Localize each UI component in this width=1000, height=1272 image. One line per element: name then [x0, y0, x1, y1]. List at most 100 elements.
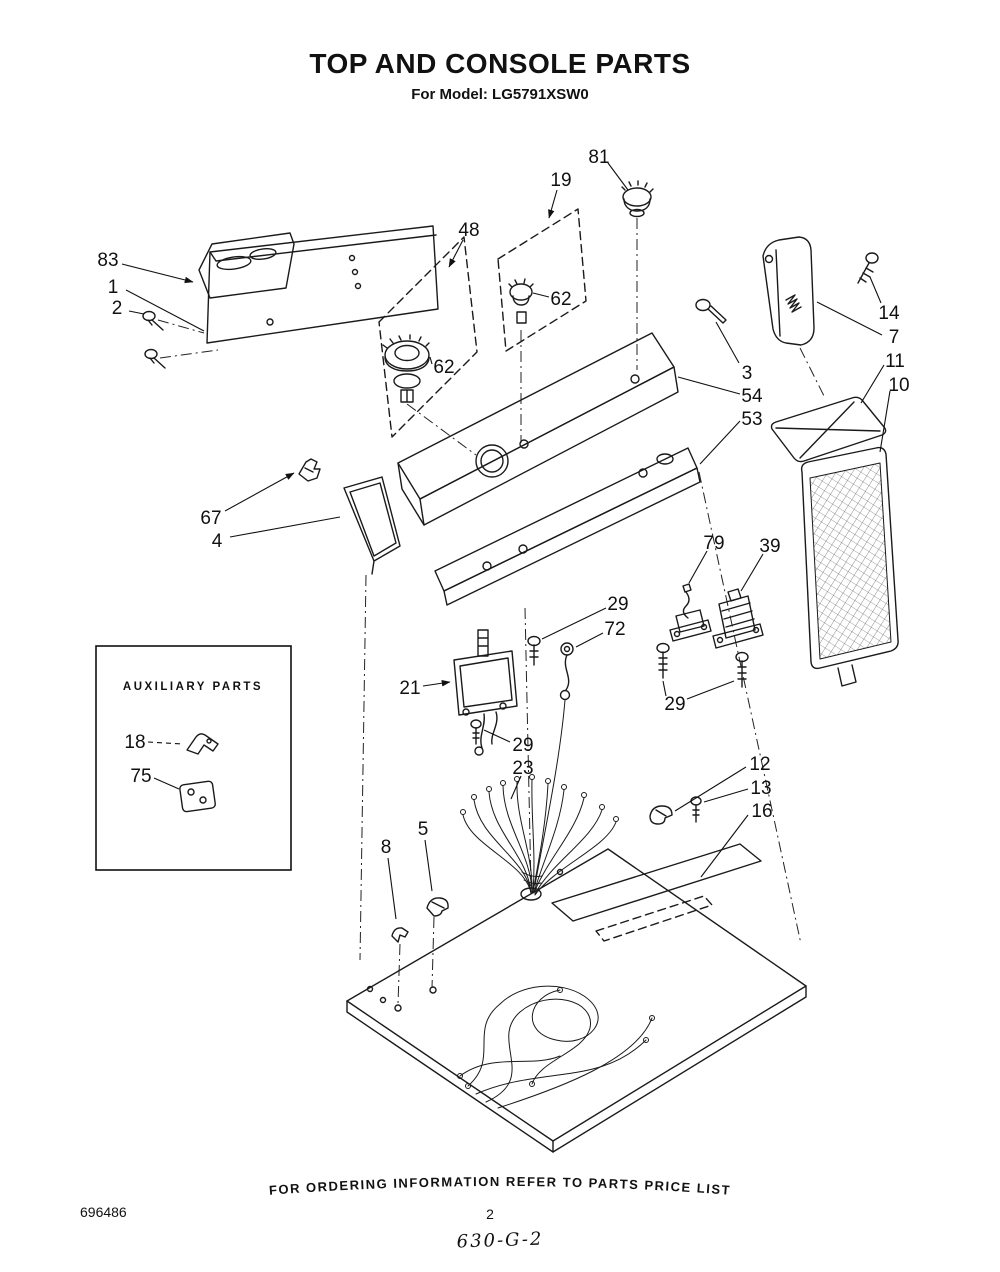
callout-leader-75 [153, 777, 180, 790]
footer-note: FOR ORDERING INFORMATION REFER TO PARTS … [268, 1174, 731, 1198]
callout-leader-3 [715, 321, 740, 364]
callout-leader-21 [422, 679, 451, 687]
part-62-knob-large [382, 334, 430, 403]
part-10-screen-panel [800, 446, 899, 687]
part-18-clip [186, 733, 219, 755]
part-21-timer [453, 629, 518, 756]
callout-29: 29 [512, 735, 533, 756]
callout-leader-13 [703, 788, 749, 803]
callout-29: 29 [607, 594, 628, 615]
part-8-clip [391, 927, 409, 943]
part-5-clip [426, 897, 449, 917]
callout-62: 62 [550, 289, 571, 310]
page-subtitle: For Model: LG5791XSW0 [411, 86, 589, 103]
part-67-clip [298, 458, 321, 482]
callout-48: 48 [458, 220, 479, 241]
callout-leader-4 [229, 516, 341, 538]
callout-leader-29 [483, 729, 511, 743]
callout-leader-18 [147, 741, 184, 745]
callout-13: 13 [750, 778, 771, 799]
page-title: TOP AND CONSOLE PARTS [309, 48, 691, 79]
callout-leader-19 [548, 189, 558, 219]
doc-number: 696486 [80, 1204, 127, 1220]
callout-leader-14 [869, 276, 882, 304]
callout-23: 23 [512, 758, 533, 779]
callout-leader-2 [128, 310, 145, 315]
part-3-screw [695, 298, 727, 324]
part-12-clip [649, 805, 673, 825]
callout-leader-83 [121, 263, 194, 284]
part-23-harness [460, 774, 619, 896]
callout-leader-62 [429, 356, 433, 365]
harness-on-top-panel [457, 985, 655, 1109]
part-29-screw-timer [470, 719, 482, 745]
callout-14: 14 [878, 303, 900, 324]
callout-16: 16 [751, 801, 772, 822]
part-39-switch [712, 588, 764, 649]
part-13-screw [690, 796, 702, 823]
callout-2: 2 [112, 298, 123, 319]
page-number: 2 [486, 1206, 494, 1222]
part-75-block [179, 780, 216, 813]
callout-leader-1 [125, 289, 205, 332]
part-29-screw-a [527, 635, 541, 666]
part-14-screw [857, 252, 879, 284]
callout-11: 11 [885, 351, 905, 372]
callout-7: 7 [889, 327, 900, 348]
callout-5: 5 [418, 819, 429, 840]
callout-3: 3 [742, 363, 753, 384]
part-29-screw-b [656, 642, 670, 679]
part-72-wire [534, 642, 574, 886]
callout-leader-39 [740, 553, 764, 592]
callout-29: 29 [664, 694, 685, 715]
callout-83: 83 [97, 250, 118, 271]
callout-leader-5 [424, 839, 433, 892]
projection-lines [157, 218, 825, 1005]
part-62-knob-small [508, 278, 534, 324]
auxiliary-parts-title: AUXILIARY PARTS [123, 681, 263, 693]
part-16-top-panel [346, 843, 807, 1153]
part-2-screws [142, 310, 166, 369]
part-7-bracket [762, 236, 815, 346]
callout-leader-23 [510, 775, 522, 800]
part-83-bracket [198, 232, 295, 299]
part-29-screw-c [735, 651, 749, 688]
callout-leader-12 [674, 766, 747, 812]
auxiliary-parts-box: AUXILIARY PARTS [95, 645, 292, 871]
callout-72: 72 [604, 619, 625, 640]
callout-8: 8 [381, 837, 392, 858]
callout-81: 81 [588, 147, 609, 168]
part-48-dashed-box [378, 236, 478, 438]
callout-leader-11 [860, 364, 885, 404]
callout-leader-29 [686, 680, 735, 700]
callout-leader-7 [816, 301, 883, 336]
part-rear-panel [206, 225, 439, 344]
callout-10: 10 [888, 375, 909, 396]
callout-leader-48 [448, 239, 464, 268]
callout-leader-81 [607, 162, 629, 191]
callout-leader-62 [532, 292, 550, 298]
callout-19: 19 [550, 170, 571, 191]
callout-53: 53 [741, 409, 762, 430]
callout-12: 12 [749, 754, 770, 775]
part-4-endcap [343, 476, 401, 575]
callout-39: 39 [759, 536, 780, 557]
callout-leader-72 [575, 632, 604, 648]
callout-75: 75 [130, 766, 151, 787]
part-81-knob [621, 180, 654, 218]
callout-leader-53 [699, 420, 741, 465]
part-11-lid [770, 396, 887, 463]
part-54-console-panel [397, 332, 679, 526]
callout-67: 67 [200, 508, 221, 529]
callout-leader-8 [387, 857, 397, 920]
callout-79: 79 [703, 533, 724, 554]
part-53-trim [434, 447, 701, 606]
callout-62: 62 [433, 357, 454, 378]
callout-leader-29 [662, 680, 667, 697]
callout-4: 4 [212, 531, 223, 552]
callout-leader-16 [700, 814, 749, 878]
callout-21: 21 [399, 678, 420, 699]
callout-18: 18 [124, 732, 145, 753]
callout-leader-54 [677, 376, 741, 395]
